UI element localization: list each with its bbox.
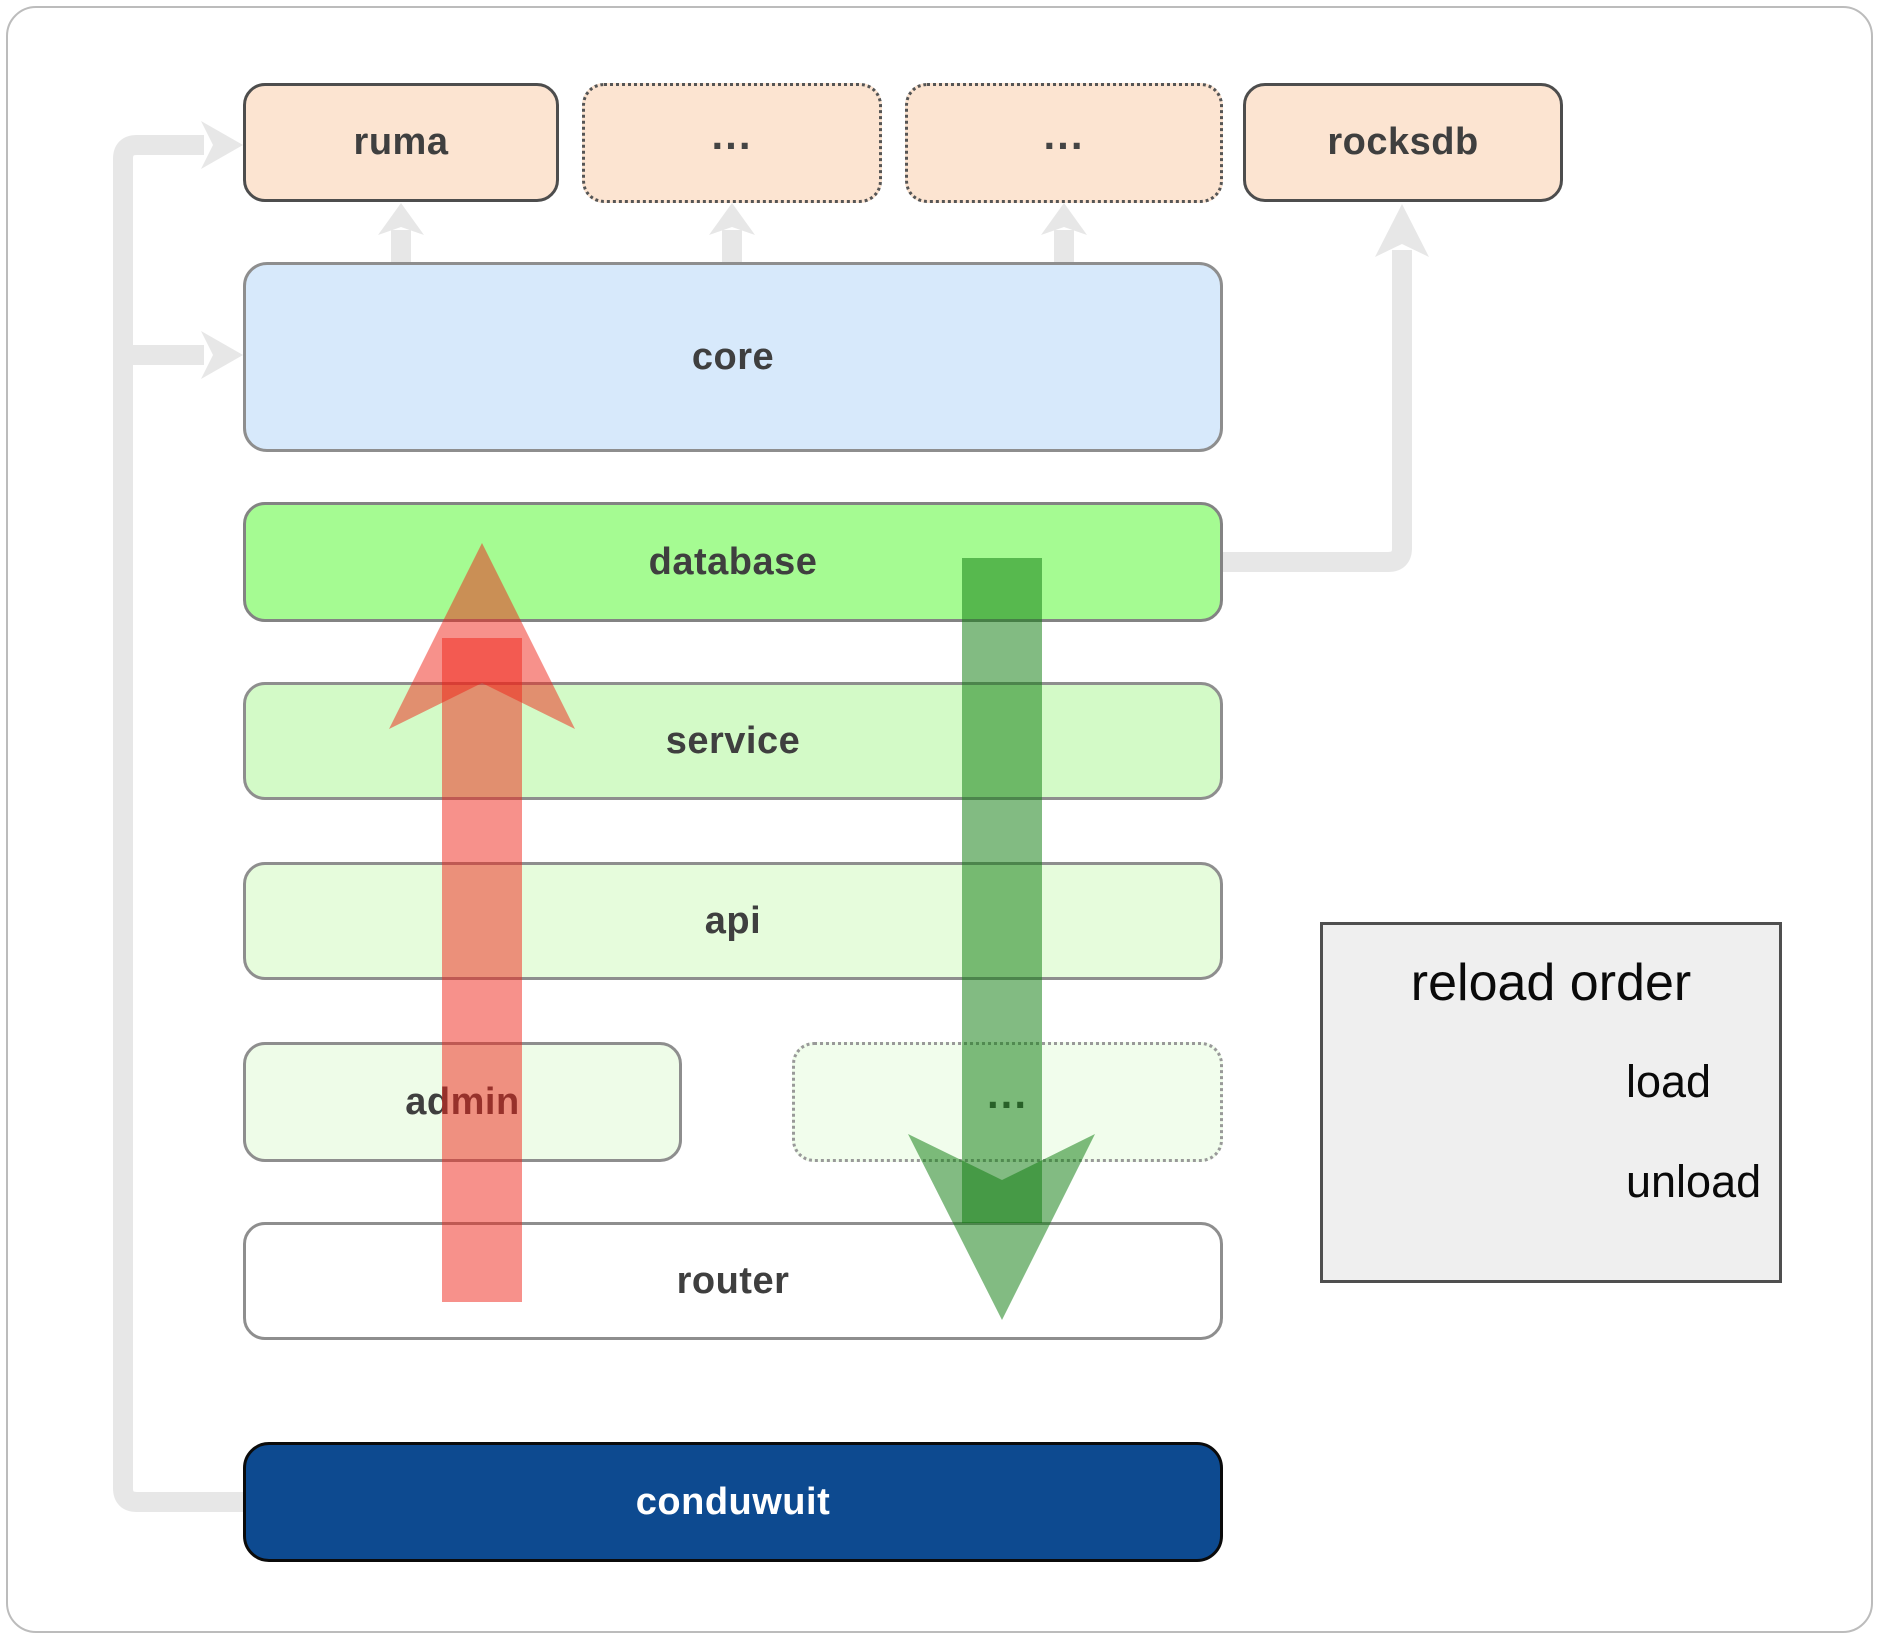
node-external-etc-1: ...	[582, 83, 882, 203]
legend-box	[1320, 922, 1782, 1283]
node-core-label: core	[691, 335, 775, 378]
node-service-label: service	[665, 719, 801, 762]
node-api: api	[243, 862, 1223, 980]
node-api-label: api	[704, 899, 762, 942]
legend-label-unload: unload	[1626, 1156, 1762, 1207]
node-admin: admin	[243, 1042, 682, 1162]
legend-label-load: load	[1626, 1056, 1712, 1107]
node-ruma-label: ruma	[353, 121, 449, 163]
node-admin-etc: ...	[792, 1042, 1223, 1162]
node-ruma: ruma	[243, 83, 559, 202]
node-conduwuit-label: conduwuit	[635, 1480, 831, 1523]
node-admin-label: admin	[405, 1080, 520, 1123]
node-rocksdb-label: rocksdb	[1327, 121, 1479, 163]
node-service: service	[243, 682, 1223, 800]
node-admin-etc-label: ...	[986, 1070, 1028, 1117]
node-rocksdb: rocksdb	[1243, 83, 1563, 202]
node-external-etc-1-label: ...	[711, 111, 753, 158]
node-router-label: router	[676, 1259, 790, 1302]
outer-frame	[6, 6, 1873, 1633]
node-database-label: database	[648, 540, 818, 583]
node-database: database	[243, 502, 1223, 622]
node-external-etc-2: ...	[905, 83, 1223, 203]
legend-title: reload order	[1410, 954, 1692, 1012]
node-external-etc-2-label: ...	[1043, 111, 1085, 158]
node-core: core	[243, 262, 1223, 452]
node-conduwuit: conduwuit	[243, 1442, 1223, 1562]
node-router: router	[243, 1222, 1223, 1340]
